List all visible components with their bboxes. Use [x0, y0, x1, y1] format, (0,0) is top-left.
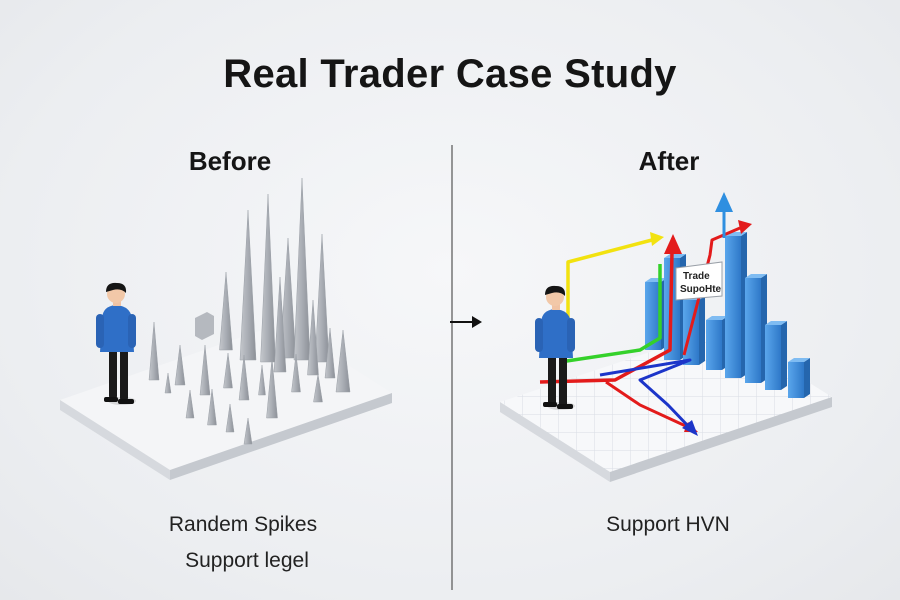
before-heading: Before [188, 146, 272, 176]
spike-shape [258, 364, 266, 396]
random-spikes [148, 177, 351, 445]
spike-shape [307, 299, 319, 376]
spike-shape [174, 344, 186, 386]
green-arrow [559, 264, 662, 364]
spike-shape [266, 357, 278, 419]
spike-shape [148, 321, 160, 381]
before-person-figure [96, 282, 136, 405]
trade-support-label: Trade SupoHte [675, 261, 723, 301]
spike-shape [239, 209, 257, 361]
volume-bar [745, 278, 761, 383]
spike-shape [314, 233, 330, 363]
volume-bar [725, 236, 741, 378]
volume-bar-top [706, 316, 728, 320]
spike-shape [313, 373, 323, 403]
spike-shape [219, 271, 233, 351]
blue-arrow [599, 358, 698, 436]
volume-bar [706, 320, 722, 370]
volume-bar-top [788, 358, 810, 362]
before-caption-line-2: Support legel [185, 549, 309, 572]
volume-bar [645, 282, 661, 350]
volume-bar-top [745, 274, 767, 278]
spike-shape [291, 353, 301, 393]
spike-shape [223, 352, 233, 389]
spike-shape [238, 354, 250, 401]
spike-shape [273, 276, 287, 373]
after-heading: After [638, 146, 700, 176]
spike-shape [335, 329, 351, 393]
volume-bar-side [804, 358, 810, 398]
volume-bar-top [664, 254, 686, 258]
after-caption-line-1: Support HVN [606, 513, 730, 536]
spike-shape [199, 344, 211, 396]
spike-shape [293, 177, 311, 361]
label-line-2: SupoHte [680, 284, 722, 295]
volume-bar-side [699, 296, 705, 365]
divider-arrow-icon [450, 316, 482, 328]
small-block-shape [195, 312, 214, 340]
page-title: Real Trader Case Study [223, 52, 677, 96]
after-person-figure [535, 285, 575, 410]
spike-shape [324, 327, 336, 379]
volume-bar-side [781, 321, 787, 390]
label-line-1: Trade [683, 271, 710, 282]
spike-shape [185, 389, 195, 419]
spike-shape [243, 417, 253, 445]
volume-bar [765, 325, 781, 390]
before-caption-line-1: Randem Spikes [168, 513, 318, 536]
sky-up-arrow-icon [715, 192, 733, 238]
spike-shape [164, 372, 172, 394]
volume-bar-top [765, 321, 787, 325]
spike-shape [207, 388, 217, 426]
spike-shape [260, 193, 276, 363]
spike-shape [225, 403, 235, 433]
volume-bar [788, 362, 804, 398]
spike-shape [279, 237, 297, 359]
